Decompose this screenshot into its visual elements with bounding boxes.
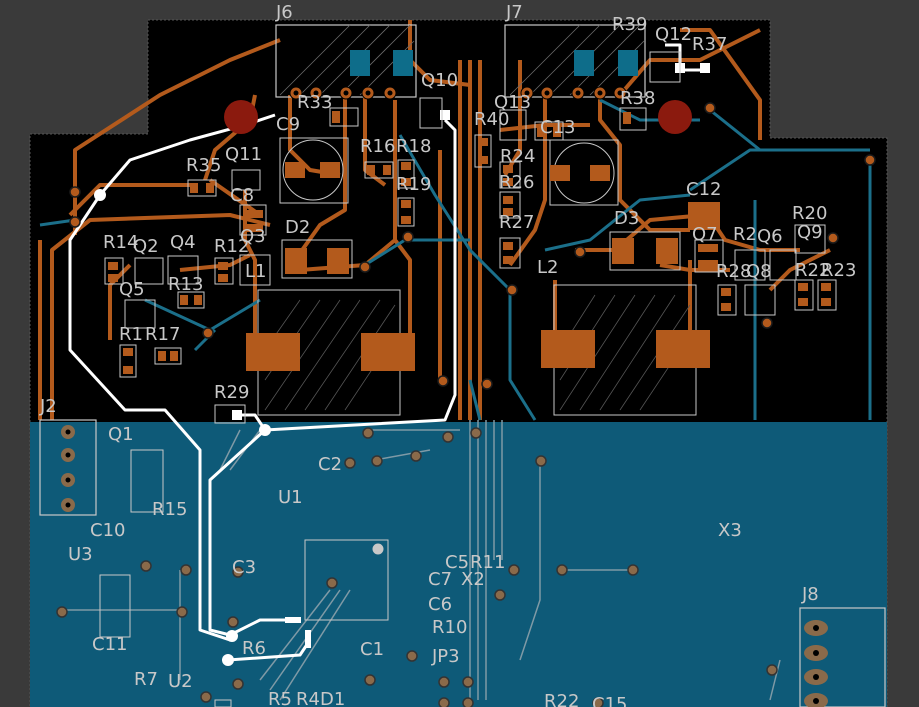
label-l2: L2	[537, 257, 558, 278]
label-d3: D3	[614, 208, 639, 229]
label-l1: L1	[245, 261, 266, 282]
label-r27: R27	[499, 212, 534, 233]
label-q11: Q11	[225, 144, 262, 165]
vias[interactable]	[69, 102, 876, 390]
label-x3: X3	[718, 520, 742, 541]
label-j8: J8	[801, 584, 819, 605]
through-hole-pads[interactable]	[289, 86, 627, 100]
label-c7: C7	[428, 569, 452, 590]
connector-j8[interactable]	[799, 607, 886, 707]
label-r29: R29	[214, 382, 249, 403]
label-c9: C9	[276, 114, 300, 135]
label-r38: R38	[620, 88, 655, 109]
label-q1: Q1	[108, 424, 134, 445]
label-r35: R35	[186, 155, 221, 176]
silkscreen-labels: J6 J7 Q10 Q12 R37 R33 C9 R16 R18 R19 R35…	[39, 2, 856, 707]
label-c13: C13	[540, 117, 575, 138]
label-r11: R11	[470, 552, 505, 573]
label-r33: R33	[297, 92, 332, 113]
label-j6: J6	[275, 2, 293, 23]
label-u3: U3	[68, 544, 93, 565]
label-r24: R24	[500, 146, 535, 167]
label-u2: U2	[168, 671, 193, 692]
label-q12: Q12	[655, 24, 692, 45]
label-r1: R1	[119, 324, 143, 345]
label-r2: R2	[733, 224, 757, 245]
label-r18: R18	[396, 136, 431, 157]
smd-component-pads[interactable]	[108, 111, 831, 374]
label-j7: J7	[505, 2, 523, 23]
label-r14: R14	[103, 232, 138, 253]
label-d1: D1	[320, 689, 345, 707]
label-r22b: R22	[544, 691, 579, 707]
pour-traces[interactable]	[60, 420, 781, 701]
label-r10: R10	[432, 617, 467, 638]
label-c15: C15	[592, 694, 627, 707]
label-c1: C1	[360, 639, 384, 660]
label-x2: X2	[461, 569, 485, 590]
label-c3: C3	[232, 557, 256, 578]
label-r5: R5	[268, 689, 292, 707]
selected-vias[interactable]	[94, 63, 710, 666]
label-j2: J2	[39, 396, 57, 417]
label-q7: Q7	[692, 224, 718, 245]
label-r22: R22	[795, 260, 830, 281]
label-r6: R6	[242, 638, 266, 659]
mounting-hole	[658, 100, 692, 134]
label-r12: R12	[214, 236, 249, 257]
label-q8: Q8	[746, 261, 772, 282]
label-r4: R4	[296, 689, 320, 707]
smd-pads-blue[interactable]	[350, 50, 638, 76]
smd-components[interactable]	[104, 51, 837, 424]
label-c11: C11	[92, 634, 127, 655]
inductor-pads[interactable]	[246, 330, 710, 371]
label-r40: R40	[474, 109, 509, 130]
label-q10: Q10	[421, 70, 458, 91]
mounting-hole	[224, 100, 258, 134]
label-r15: R15	[152, 499, 187, 520]
label-q5: Q5	[119, 279, 145, 300]
label-r19: R19	[396, 174, 431, 195]
pour-vias[interactable]	[56, 427, 778, 707]
label-q9: Q9	[797, 222, 823, 243]
capacitor-pads[interactable]	[285, 162, 610, 181]
label-c6: C6	[428, 594, 452, 615]
label-r23: R23	[821, 260, 856, 281]
capacitor-outlines	[279, 137, 619, 206]
label-c5: C5	[445, 552, 469, 573]
diode-footprints[interactable]	[281, 202, 720, 279]
label-c8: C8	[230, 185, 254, 206]
label-q2: Q2	[133, 236, 159, 257]
label-r26: R26	[499, 172, 534, 193]
label-u1: U1	[278, 487, 303, 508]
label-q6: Q6	[757, 226, 783, 247]
label-r39: R39	[612, 14, 647, 35]
label-r13: R13	[168, 274, 203, 295]
label-r28: R28	[716, 261, 751, 282]
label-r7: R7	[134, 669, 158, 690]
label-c12: C12	[686, 179, 721, 200]
pour-component-outlines	[99, 449, 389, 707]
label-jp3: JP3	[431, 646, 460, 667]
inductor-hatching	[264, 294, 691, 411]
label-r37: R37	[692, 34, 727, 55]
connector-j2[interactable]	[39, 419, 97, 516]
label-q13: Q13	[494, 92, 531, 113]
label-q4: Q4	[170, 232, 196, 253]
label-r20: R20	[792, 203, 827, 224]
label-q3: Q3	[240, 226, 266, 247]
label-c2: C2	[318, 454, 342, 475]
label-r16: R16	[360, 136, 395, 157]
label-d2: D2	[285, 217, 310, 238]
through-hole-holes	[293, 90, 623, 96]
label-r17: R17	[145, 324, 180, 345]
label-c10: C10	[90, 520, 125, 541]
ground-pour[interactable]	[30, 422, 887, 707]
